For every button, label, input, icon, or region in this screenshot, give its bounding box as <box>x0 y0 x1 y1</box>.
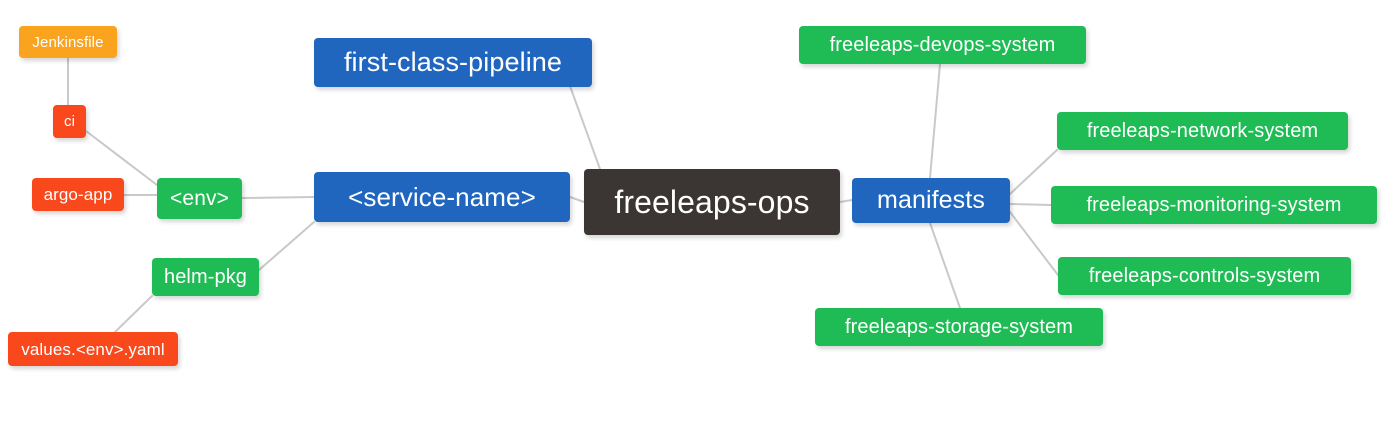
node-network[interactable]: freeleaps-network-system <box>1057 112 1348 150</box>
edge-root-to-pipeline <box>569 85 601 170</box>
edge-manifests-to-devops <box>929 63 941 179</box>
node-devops[interactable]: freeleaps-devops-system <box>799 26 1086 64</box>
edge-service-to-helm <box>258 221 315 271</box>
node-pipeline[interactable]: first-class-pipeline <box>314 38 592 87</box>
edge-env-to-ci <box>85 130 158 186</box>
edge-manifests-to-storage <box>929 222 961 309</box>
node-manifests[interactable]: manifests <box>852 178 1010 223</box>
edge-service-to-env <box>241 196 315 199</box>
edge-root-to-service <box>569 196 585 203</box>
node-controls[interactable]: freeleaps-controls-system <box>1058 257 1351 295</box>
node-helm[interactable]: helm-pkg <box>152 258 259 296</box>
node-argo[interactable]: argo-app <box>32 178 124 211</box>
node-monitoring[interactable]: freeleaps-monitoring-system <box>1051 186 1377 224</box>
node-root[interactable]: freeleaps-ops <box>584 169 840 235</box>
edge-manifests-to-monitoring <box>1009 203 1052 206</box>
node-storage[interactable]: freeleaps-storage-system <box>815 308 1103 346</box>
node-values[interactable]: values.<env>.yaml <box>8 332 178 366</box>
edge-manifests-to-network <box>1009 149 1058 195</box>
node-env[interactable]: <env> <box>157 178 242 219</box>
node-service[interactable]: <service-name> <box>314 172 570 222</box>
node-ci[interactable]: ci <box>53 105 86 138</box>
edge-root-to-manifests <box>839 199 853 203</box>
node-jenkins[interactable]: Jenkinsfile <box>19 26 117 58</box>
edge-helm-to-values <box>114 295 153 333</box>
